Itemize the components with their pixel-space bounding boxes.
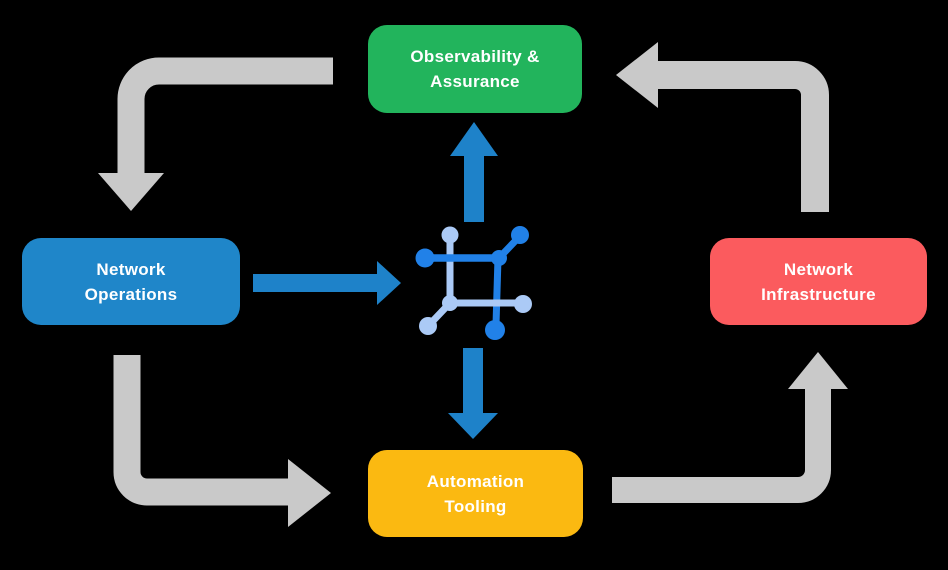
network-mesh-icon [415, 226, 532, 340]
node-automation-tooling: Automation Tooling [368, 450, 583, 537]
icon-node [441, 226, 459, 244]
node-label-line: Network [783, 259, 854, 279]
flow-arrowhead-up-icon [450, 122, 498, 156]
icon-node [419, 317, 437, 335]
cycle-arrow-automation-to-infra [612, 352, 848, 503]
cycle-arrow-shaft [612, 389, 831, 503]
icon-node [511, 226, 529, 244]
flow-arrowhead-right-icon [377, 261, 401, 305]
cycle-arrow-netops-to-automation [113, 355, 331, 527]
cycle-arrowhead-down-icon [98, 173, 164, 211]
node-network-infrastructure: Network Infrastructure [710, 238, 927, 325]
icon-node [514, 295, 532, 313]
icon-node [415, 248, 435, 268]
cycle-arrowhead-left-icon [616, 42, 658, 108]
node-observability-assurance: Observability & Assurance [368, 25, 582, 113]
node-label-line: Tooling [444, 496, 507, 516]
cycle-arrow-infra-to-obs [616, 42, 829, 212]
flow-arrow-center-to-automation [448, 348, 498, 439]
node-label-line: Network [96, 259, 166, 279]
node-label-line: Observability & [410, 47, 540, 66]
flow-arrow-netops-to-center [253, 261, 401, 305]
cycle-arrow-shaft [117, 57, 333, 173]
node-label-line: Operations [84, 284, 178, 304]
node-label-line: Infrastructure [761, 284, 876, 304]
cycle-arrow-shaft [113, 355, 288, 506]
cycle-arrowhead-right-icon [288, 459, 331, 527]
cycle-arrow-obs-to-netops [98, 57, 333, 211]
flow-arrow-center-to-obs [450, 122, 498, 222]
flow-arrowhead-down-icon [448, 413, 498, 439]
node-label-line: Automation [426, 471, 525, 491]
icon-edge [492, 254, 502, 329]
cycle-arrowhead-up-icon [788, 352, 848, 389]
cycle-arrow-shaft [658, 61, 829, 212]
icon-node [485, 320, 505, 340]
node-network-operations: Network Operations [22, 238, 240, 325]
node-label-line: Assurance [430, 72, 520, 91]
